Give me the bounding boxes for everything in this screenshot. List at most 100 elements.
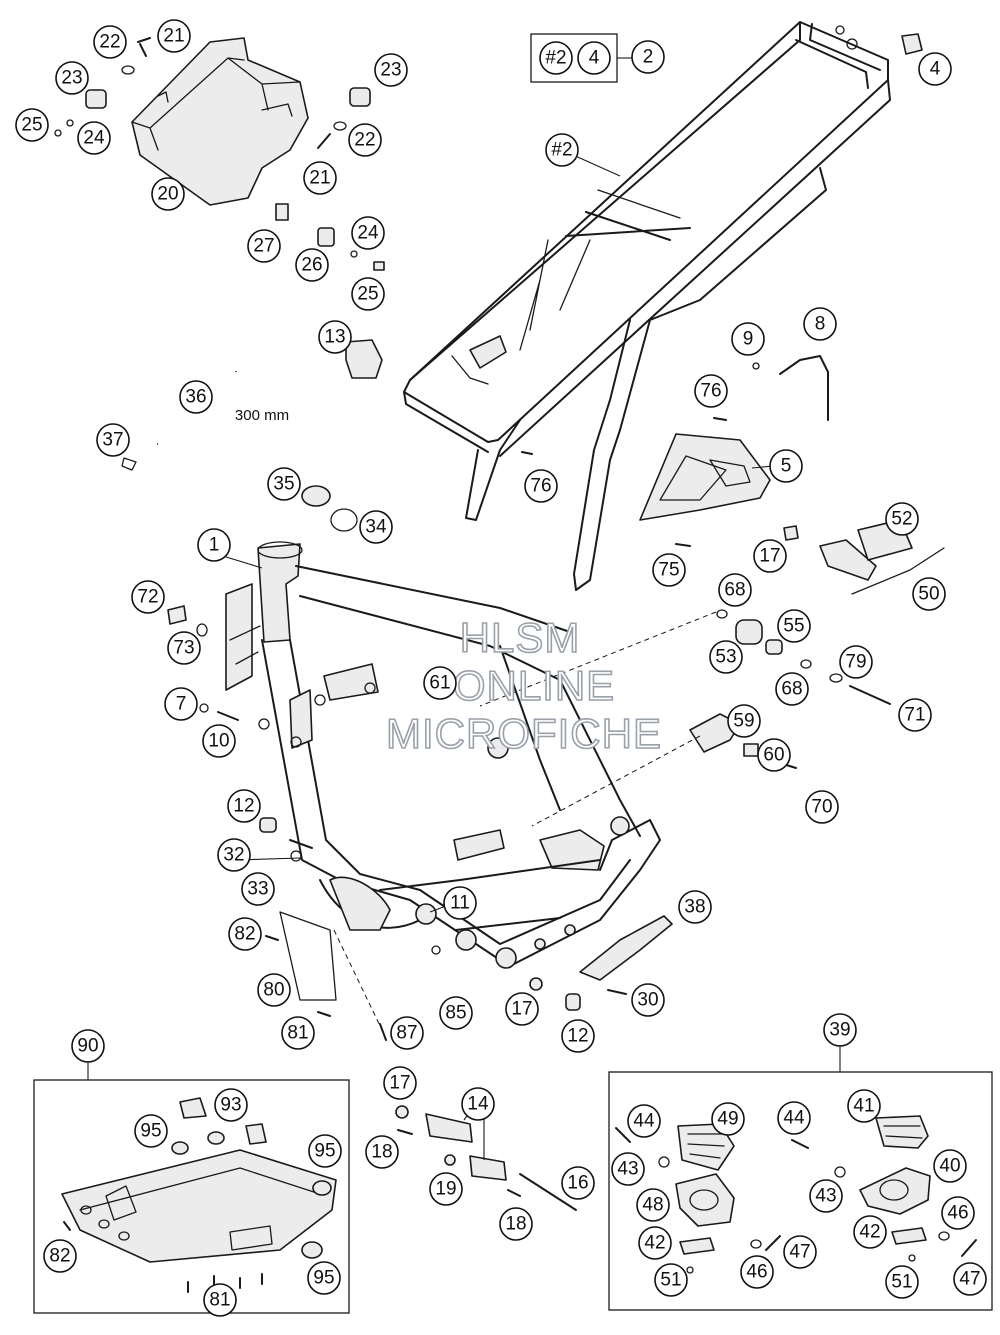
- kit-ref-part-label: 4: [589, 48, 600, 69]
- callout-46a: 46: [740, 1255, 774, 1289]
- callout-37: 37: [96, 423, 130, 457]
- bush-55: [765, 639, 783, 655]
- washer-46a: [750, 1239, 762, 1249]
- frame-ref-circle: #2: [545, 133, 579, 167]
- callout-label: 18: [505, 1214, 526, 1235]
- callout-label: 7: [176, 694, 187, 715]
- callout-label: 47: [789, 1242, 810, 1263]
- watermark-line-2: ONLINE: [453, 662, 615, 709]
- callout-label: 81: [209, 1290, 230, 1311]
- callout-label: 1: [209, 535, 220, 556]
- hose-clip-37: [121, 457, 137, 471]
- watermark-line-1: HLSM: [460, 614, 581, 661]
- callout-label: 50: [918, 584, 939, 605]
- callout-76a: 76: [694, 374, 728, 408]
- engine-guard-20[interactable]: [131, 37, 309, 206]
- callout-95b: 95: [308, 1134, 342, 1168]
- engine-mount-group: [395, 1105, 577, 1211]
- callout-51b: 51: [885, 1265, 919, 1299]
- rear-subframe-2[interactable]: [403, 21, 889, 443]
- callout-label: 17: [389, 1073, 410, 1094]
- callout-label: 42: [644, 1233, 665, 1254]
- chain-guide-38[interactable]: [579, 915, 673, 981]
- callout-label: 13: [324, 327, 345, 348]
- callout-label: 25: [21, 115, 42, 136]
- callout-80: 80: [257, 973, 291, 1007]
- callout-93: 93: [214, 1088, 248, 1122]
- callout-label: 59: [733, 711, 754, 732]
- callout-label: 68: [781, 679, 802, 700]
- bracket-5[interactable]: [639, 433, 771, 521]
- callout-17a: 17: [505, 992, 539, 1026]
- screw-21b: [317, 133, 331, 149]
- callout-label: 47: [959, 1269, 980, 1290]
- callout-label: 85: [445, 1003, 466, 1024]
- footrest-bracket-50[interactable]: [819, 539, 877, 581]
- callout-23b: 23: [374, 53, 408, 87]
- callout-label: 44: [783, 1108, 805, 1129]
- callout-label: 70: [811, 797, 832, 818]
- callout-label: 55: [783, 616, 804, 637]
- callout-label: 42: [859, 1222, 880, 1243]
- callout-48: 48: [636, 1188, 670, 1222]
- callout-label: 40: [939, 1156, 960, 1177]
- bracket-13[interactable]: [345, 339, 383, 379]
- callout-label: 72: [137, 587, 158, 608]
- clip-42a: [679, 1237, 715, 1255]
- footpeg-kit: [608, 1044, 993, 1311]
- callout-82a: 82: [228, 917, 262, 951]
- callout-label: 17: [759, 546, 780, 567]
- callout-75: 75: [652, 553, 686, 587]
- callout-label: 32: [223, 845, 244, 866]
- callout-55: 55: [777, 609, 811, 643]
- callout-27: 27: [247, 229, 281, 263]
- callout-17c: 17: [383, 1066, 417, 1100]
- footpeg-48[interactable]: [675, 1173, 735, 1227]
- steering-head: [257, 543, 301, 643]
- footpeg-40[interactable]: [859, 1167, 931, 1215]
- watermark: HLSM ONLINE MICROFICHE: [385, 613, 662, 758]
- skid-plate[interactable]: [61, 1149, 337, 1263]
- bolt-16: [519, 1173, 577, 1211]
- callout-18a: 18: [365, 1135, 399, 1169]
- rubber-53: [735, 619, 763, 645]
- clip-42b: [891, 1227, 927, 1245]
- side-bracket-group: [521, 355, 829, 547]
- bracket-8: [779, 355, 829, 421]
- callout-label: 17: [511, 999, 532, 1020]
- callout-90: 90: [71, 1029, 105, 1063]
- plug-95a: [171, 1141, 189, 1155]
- callout-42b: 42: [853, 1215, 887, 1249]
- callout-95a: 95: [134, 1114, 168, 1148]
- frame-ref-label: #2: [551, 140, 572, 161]
- callout-label: 68: [724, 580, 745, 601]
- clip-27: [275, 203, 289, 221]
- callout-label: 35: [273, 474, 294, 495]
- engine-bracket-14b[interactable]: [469, 1155, 507, 1181]
- plug-95b: [207, 1131, 225, 1145]
- callout-30: 30: [631, 983, 665, 1017]
- pin-44a: [615, 1127, 631, 1143]
- plug-95c: [301, 1241, 323, 1259]
- o-ring-73: [196, 623, 208, 637]
- callout-label: 51: [891, 1272, 912, 1293]
- footpeg-41[interactable]: [875, 1115, 929, 1149]
- callout-12b: 12: [561, 1019, 595, 1053]
- callout-label: 16: [567, 1173, 588, 1194]
- callout-label: 90: [77, 1036, 98, 1057]
- callout-label: 46: [746, 1262, 767, 1283]
- callout-22b: 22: [348, 123, 382, 157]
- callout-label: 53: [715, 647, 736, 668]
- callout-label: 8: [815, 314, 826, 335]
- engine-bracket-14a[interactable]: [425, 1113, 473, 1143]
- skid-plate-kit: [33, 1060, 350, 1314]
- callout-81a: 81: [281, 1016, 315, 1050]
- nut-85: [431, 945, 441, 955]
- callout-label: 75: [658, 560, 679, 581]
- callout-12a: 12: [227, 789, 261, 823]
- chain-guide-80[interactable]: [279, 911, 337, 1001]
- nut-17c: [395, 1105, 409, 1119]
- bush-12a: [259, 817, 277, 833]
- callout-14: 14: [461, 1087, 495, 1121]
